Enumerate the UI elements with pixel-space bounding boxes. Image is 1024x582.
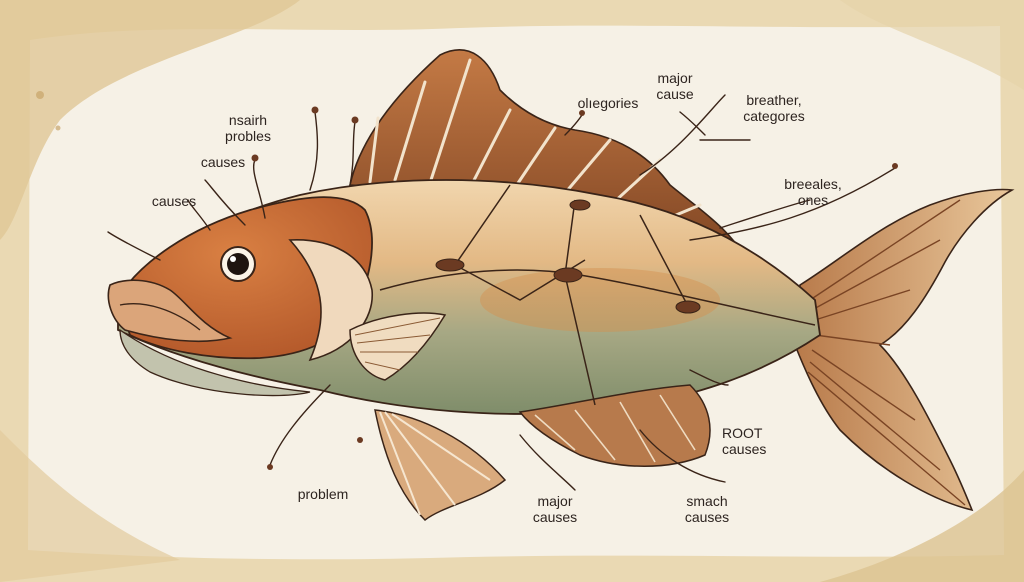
label-major-cause: major cause xyxy=(640,70,710,102)
label-line: breather, xyxy=(728,92,820,108)
label-line: cause xyxy=(640,86,710,102)
paint-speck xyxy=(36,91,44,99)
label-line: smach xyxy=(670,493,744,509)
label-root-causes: ROOT causes xyxy=(722,425,792,457)
label-line: probles xyxy=(208,128,288,144)
label-line: causes xyxy=(670,509,744,525)
label-breather-categories: breather, categores xyxy=(728,92,820,124)
label-line: causes xyxy=(518,509,592,525)
paint-speck xyxy=(56,126,61,131)
label-smach-causes: smach causes xyxy=(670,493,744,525)
label-major-causes: major causes xyxy=(518,493,592,525)
label-line: breeales, xyxy=(772,176,854,192)
label-line: major xyxy=(640,70,710,86)
label-line: major xyxy=(518,493,592,509)
label-line: ROOT xyxy=(722,425,792,441)
fish-pupil xyxy=(227,253,249,275)
label-line: categores xyxy=(728,108,820,124)
label-health-problems: nsairh probles xyxy=(208,112,288,144)
label-breeales-ones: breeales, ones xyxy=(772,176,854,208)
label-line: nsairh xyxy=(208,112,288,128)
label-causes-upper: causes xyxy=(188,154,258,170)
eye-highlight xyxy=(230,256,236,262)
label-line: causes xyxy=(722,441,792,457)
label-line: ones xyxy=(772,192,854,208)
label-problem: problem xyxy=(286,486,360,502)
label-causes-left: causes xyxy=(142,193,206,209)
